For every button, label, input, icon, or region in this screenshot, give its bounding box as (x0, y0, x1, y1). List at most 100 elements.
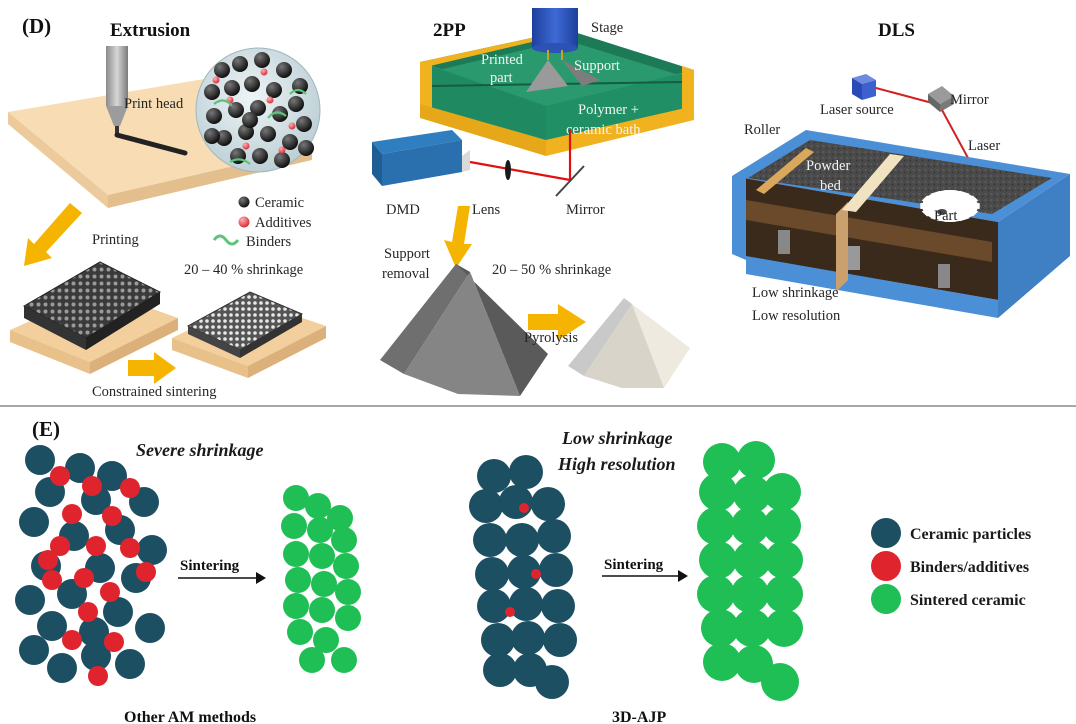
sintering-arrow-icon (128, 352, 176, 384)
roller-label: Roller (744, 122, 780, 138)
ceramic-particle (531, 487, 565, 521)
ceramic-particle (97, 461, 127, 491)
binder-particle (505, 607, 515, 617)
sintered-particle (283, 541, 309, 567)
ceramic-particle (541, 589, 575, 623)
sintered-particle (763, 507, 801, 545)
left-caption: Severe shrinkage (136, 440, 264, 460)
ceramic-legend-icon (238, 196, 250, 208)
ceramic-particle (254, 52, 270, 68)
ceramic-particle (135, 613, 165, 643)
sintered-particle (697, 575, 735, 613)
sintered-particle (327, 505, 353, 531)
binder-particle (102, 506, 122, 526)
sintered-lattice (172, 291, 326, 378)
ceramic-particle (204, 84, 220, 100)
lens-icon (505, 160, 511, 180)
sintered-particle (285, 567, 311, 593)
ceramic-particle (509, 455, 543, 489)
pyrolysis-label: Pyrolysis (524, 330, 578, 346)
sintered-particle (331, 527, 357, 553)
ceramic-particle (252, 148, 268, 164)
support-removal-arrow-icon (444, 206, 472, 268)
dls-section: DLS Laser source Mirror Laser (732, 20, 1070, 324)
roller-icon (756, 148, 814, 194)
sintering-arrow-right: Sintering (602, 557, 688, 582)
print-head-icon (106, 46, 188, 156)
ceramic-particle (206, 108, 222, 124)
sintered-particle (307, 517, 333, 543)
right-caption-1: Low shrinkage (561, 428, 673, 448)
legend-additives: Additives (255, 215, 312, 231)
binder-particle (78, 602, 98, 622)
sintered-particle (305, 493, 331, 519)
lens-label: Lens (472, 202, 501, 218)
sintered-particle (737, 441, 775, 479)
sintered-particle (765, 541, 803, 579)
sintered-particle (299, 647, 325, 673)
slurry-particles (204, 52, 314, 168)
legend-ceramic-particles: Ceramic particles (910, 526, 1031, 543)
sintered-particle (309, 543, 335, 569)
ceramic-particle (242, 112, 258, 128)
footer-other-am: Other AM methods (124, 709, 256, 724)
ceramic-particle (276, 62, 292, 78)
ceramic-particle (244, 76, 260, 92)
gear-part-icon (920, 190, 980, 222)
ceramic-particle (473, 523, 507, 557)
printed-part-label-2: part (490, 70, 513, 86)
ceramic-particle (539, 553, 573, 587)
binder-strand (229, 158, 251, 165)
legend-binders-additives: Binders/additives (910, 559, 1029, 576)
ceramic-particle (137, 535, 167, 565)
printing-label: Printing (92, 232, 139, 248)
footer-3d-ajp: 3D-AJP (612, 709, 666, 724)
ceramic-particle (282, 134, 298, 150)
sintered-particle (335, 579, 361, 605)
extrusion-section: Extrusion Print head (8, 20, 326, 400)
ceramic-particle (469, 489, 503, 523)
bath-label-1: Polymer + (578, 102, 639, 118)
tpp-mirror-label: Mirror (566, 202, 605, 218)
ceramic-particle (266, 82, 282, 98)
binder-particle (74, 568, 94, 588)
extrusion-legend: Ceramic Additives Binders (212, 195, 312, 250)
dls-note-1: Low shrinkage (752, 285, 839, 301)
sintering-label-right: Sintering (604, 557, 664, 573)
sintered-particle (733, 609, 771, 647)
light-beam (469, 160, 571, 182)
dls-machine (732, 130, 1070, 318)
additive-particle (266, 96, 274, 104)
sintered-particle (287, 619, 313, 645)
binder-strand (289, 88, 307, 95)
sintered-particle (761, 663, 799, 701)
bath-label-2: ceramic bath (566, 122, 641, 138)
sintered-particle (763, 473, 801, 511)
dls-note-2: Low resolution (752, 308, 841, 324)
left-sintered-body (281, 485, 361, 673)
ceramic-particle (511, 621, 545, 655)
binder-particle (86, 536, 106, 556)
ceramic-particle (296, 116, 312, 132)
sintered-particle (765, 609, 803, 647)
mirror-icon (555, 165, 585, 197)
printing-arrow-icon (24, 203, 82, 266)
ceramic-particle (535, 665, 569, 699)
binder-particle (531, 569, 541, 579)
ceramic-particle (499, 485, 533, 519)
additive-particle (242, 142, 250, 150)
sintered-particle (703, 643, 741, 681)
ceramic-particle (19, 635, 49, 665)
laser-source-label: Laser source (820, 102, 894, 118)
binder-particle (120, 478, 140, 498)
legend-binders: Binders (246, 234, 291, 250)
panel-d-label: (D) (22, 14, 51, 38)
right-green-body (469, 455, 577, 699)
ceramic-particle (115, 649, 145, 679)
ceramic-particle (505, 523, 539, 557)
sintered-particle (313, 627, 339, 653)
ceramic-particle (103, 597, 133, 627)
green-lattice (10, 261, 178, 374)
powder-divider (842, 154, 904, 212)
ceramic-particle (204, 128, 220, 144)
